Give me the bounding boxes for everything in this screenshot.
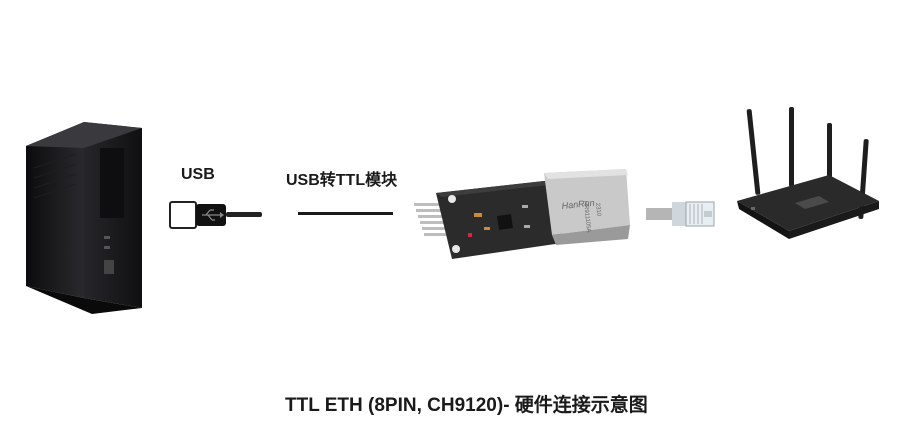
- ttl-eth-module-icon: HanRun HR911105A 2310: [414, 169, 630, 259]
- usb-label: USB: [181, 166, 215, 183]
- diagram-caption: TTL ETH (8PIN, CH9120)- 硬件连接示意图: [285, 395, 648, 416]
- rj45-plug-icon: [646, 201, 715, 227]
- usb-ttl-module-label: USB转TTL模块: [286, 172, 398, 189]
- usb-plug-icon: [169, 201, 262, 229]
- jack-brand-text: HanRun: [561, 198, 595, 211]
- router-icon: [737, 107, 879, 239]
- usb-to-module-line: [298, 212, 393, 215]
- desktop-pc-icon: [26, 122, 142, 314]
- jack-model-text: HR911105A: [582, 201, 591, 233]
- jack-code-text: 2310: [594, 203, 601, 218]
